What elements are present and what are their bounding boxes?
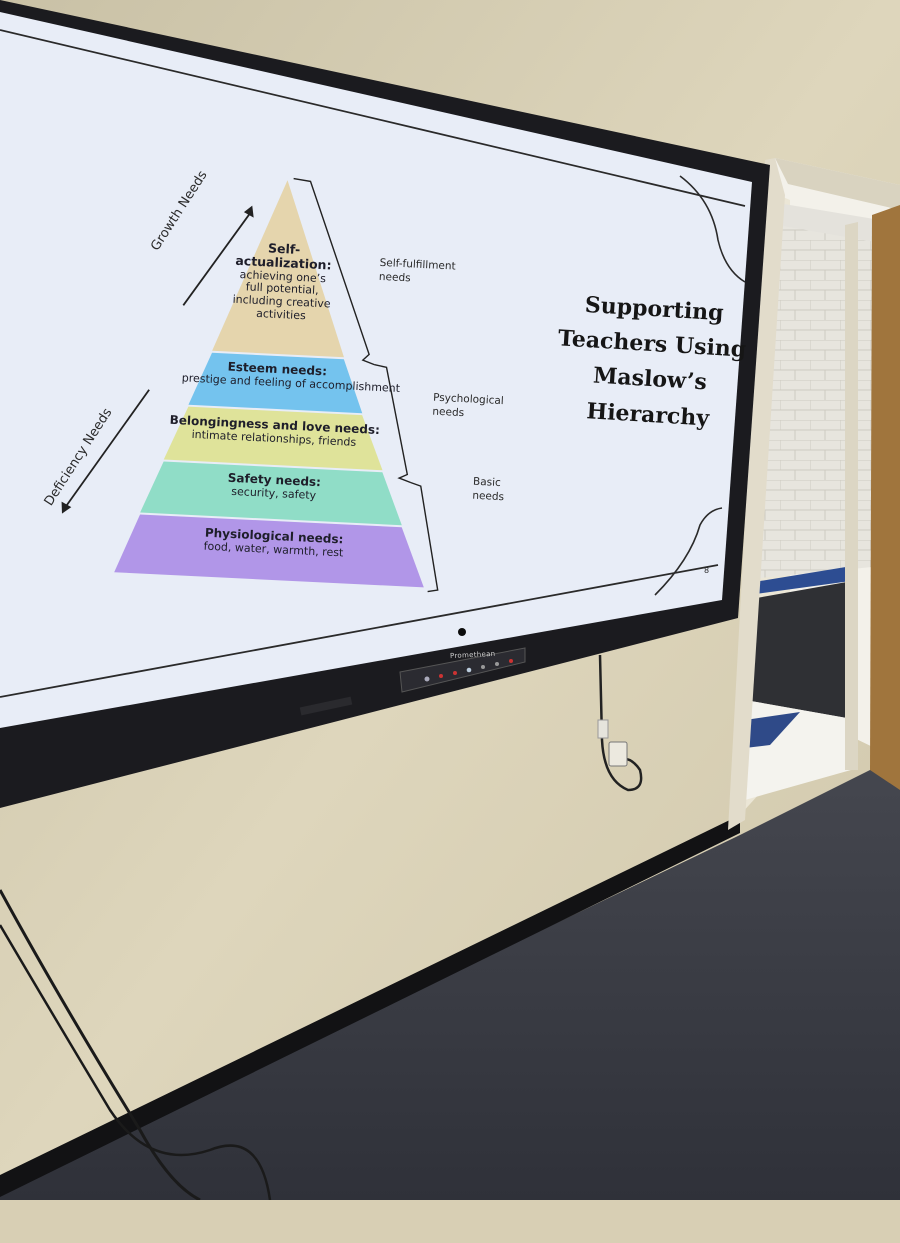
classroom-scene: Promethean Growth Needs Deficiency Needs… [0, 0, 900, 1200]
room-background [0, 0, 900, 1200]
tier-belonging [163, 406, 383, 471]
self-fulfillment-label: Self-fulfillment needs [378, 256, 456, 285]
bracket-self-fulfillment [293, 177, 375, 366]
tier-esteem [188, 352, 363, 414]
tier-safety [140, 461, 402, 526]
deficiency-arrow [63, 389, 150, 510]
bracket-psychological [374, 364, 412, 484]
tier-self-actualization-text: Self- actualization: achieving one’s ful… [232, 240, 332, 322]
bracket-basic [410, 481, 439, 593]
tier-physiological [114, 514, 424, 588]
growth-arrow [182, 210, 253, 306]
page-number: 8 [704, 566, 710, 575]
slide-title: Supporting Teachers Using Maslow’s Hiera… [557, 291, 747, 432]
tier-self-actualization [212, 180, 344, 358]
basic-needs-label: Basic needs [472, 475, 505, 503]
psychological-label: Psychological needs [432, 391, 505, 419]
